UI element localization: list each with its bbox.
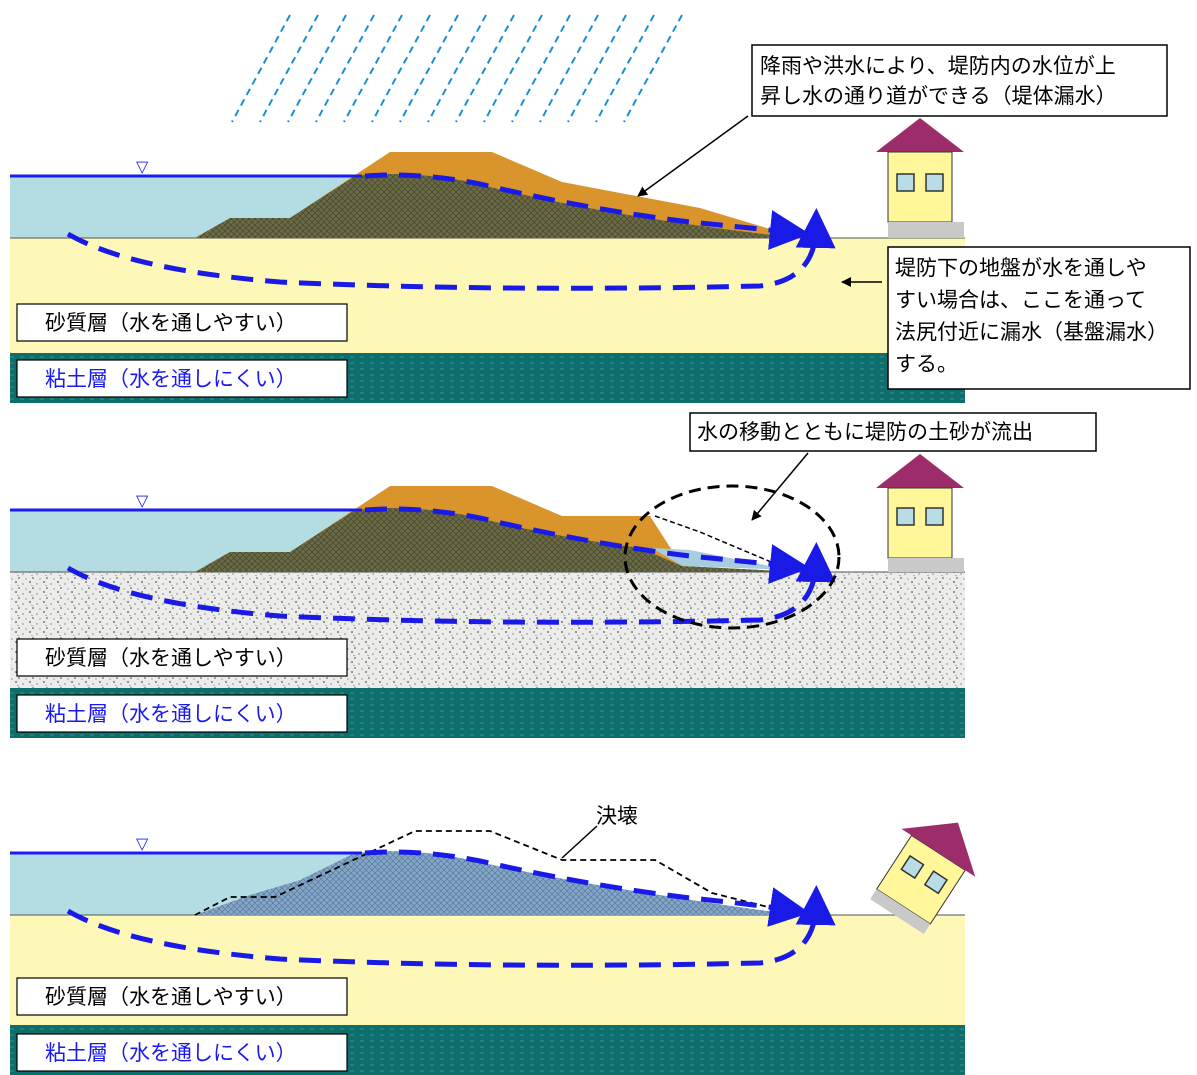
callout-rain-line1: 降雨や洪水により、堤防内の水位が上 (760, 54, 1116, 78)
original-embankment-outline (194, 830, 801, 916)
river-water (10, 510, 362, 572)
callout-breach: 決壊 (561, 804, 638, 859)
panel-3: ▽ 決壊 砂質層（水を通しやすい） 粘土層（水を通しにくい） (10, 804, 976, 1075)
rain-lines (231, 14, 683, 123)
panel-1: ▽ 降雨や洪水により、堤防内の水位が上 昇し水の通り道ができる（堤体漏水） 堤防… (10, 14, 1191, 403)
sand-label-box: 砂質層（水を通しやすい） (16, 303, 348, 342)
sand-label-box: 砂質層（水を通しやすい） (16, 977, 348, 1016)
callout-foundation: 堤防下の地盤が水を通しや すい場合は、ここを通って 法尻付近に漏水（基盤漏水） … (841, 246, 1191, 390)
clay-label-box: 粘土層（水を通しにくい） (16, 1033, 348, 1072)
water-level-symbol: ▽ (136, 834, 149, 853)
saturated-core (195, 508, 800, 572)
clay-label-box: 粘土層（水を通しにくい） (16, 694, 348, 733)
callout-foundation-line4: する。 (895, 352, 958, 376)
sand-label: 砂質層（水を通しやすい） (45, 646, 297, 670)
water-level-symbol: ▽ (136, 157, 149, 176)
levee-seepage-arrow (364, 172, 810, 250)
clay-label: 粘土層（水を通しにくい） (45, 702, 297, 726)
callout-erosion: 水の移動とともに堤防の土砂が流出 (689, 412, 1097, 521)
levee-seepage-arrow (364, 506, 810, 584)
foundation-seepage-arrow (66, 542, 836, 625)
panel-2: ▽ 水の移動とともに堤防の土砂が流出 砂質層（水を通しやすい） 粘土層（水を通し… (10, 412, 1097, 738)
collapsed-embankment (195, 851, 800, 915)
clay-label-box: 粘土層（水を通しにくい） (16, 359, 348, 398)
erosion-highlight-circle (623, 484, 841, 630)
sand-label-box: 砂質層（水を通しやすい） (16, 638, 348, 677)
clay-label: 粘土層（水を通しにくい） (45, 367, 297, 391)
callout-breach-text: 決壊 (596, 804, 638, 828)
tilted-house (870, 822, 976, 935)
sand-label: 砂質層（水を通しやすい） (45, 985, 297, 1009)
saturated-core (195, 174, 800, 238)
levee-seepage-arrow (364, 849, 810, 927)
callout-rain-line2: 昇し水の通り道ができる（堤体漏水） (760, 84, 1117, 108)
house (876, 118, 964, 238)
foundation-seepage-arrow (66, 208, 836, 291)
river-water (10, 853, 362, 915)
callout-erosion-text: 水の移動とともに堤防の土砂が流出 (697, 420, 1033, 444)
callout-foundation-line3: 法尻付近に漏水（基盤漏水） (895, 320, 1168, 344)
callout-foundation-line2: すい場合は、ここを通って (895, 288, 1146, 312)
clay-label: 粘土層（水を通しにくい） (45, 1041, 297, 1065)
sand-label: 砂質層（水を通しやすい） (45, 311, 297, 335)
water-level-symbol: ▽ (136, 491, 149, 510)
callout-rain: 降雨や洪水により、堤防内の水位が上 昇し水の通り道ができる（堤体漏水） (637, 44, 1168, 197)
callout-foundation-line1: 堤防下の地盤が水を通しや (895, 256, 1147, 280)
river-water (10, 176, 362, 238)
original-slope-outline (654, 515, 791, 571)
foundation-seepage-arrow (66, 885, 836, 968)
house (876, 454, 964, 572)
